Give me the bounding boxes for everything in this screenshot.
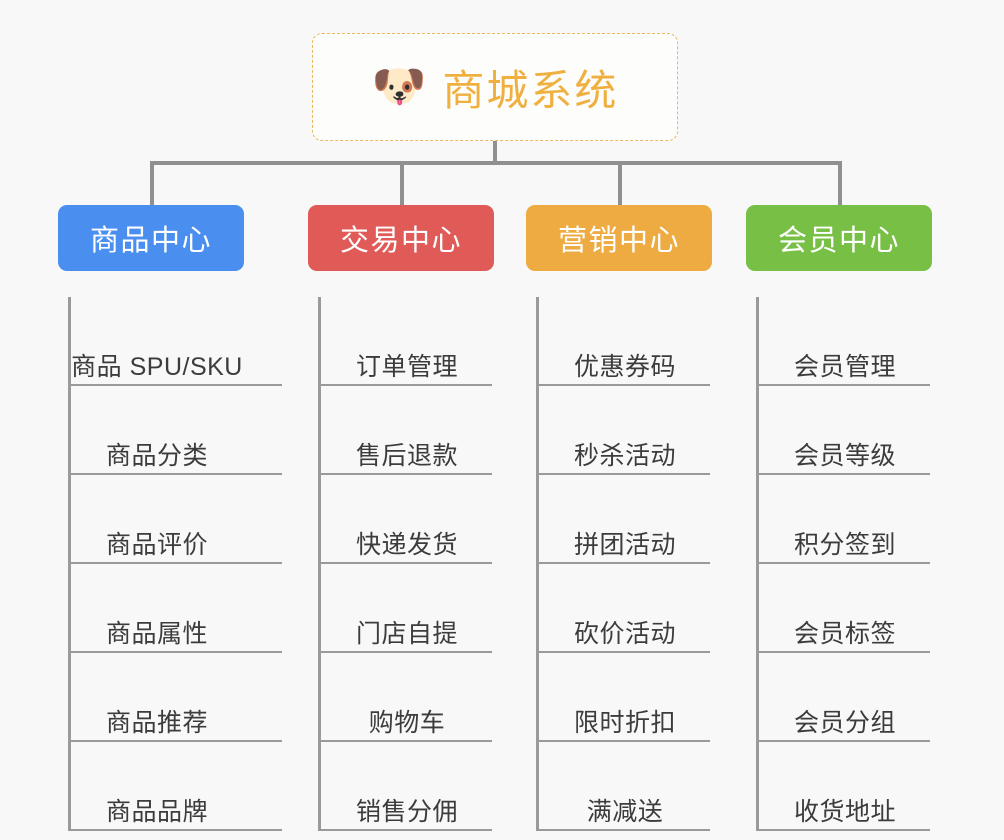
branch-spine [68, 297, 71, 831]
leaf-item-label: 积分签到 [793, 530, 896, 559]
leaf-item-label: 购物车 [368, 708, 446, 737]
leaf-item-rule [70, 651, 282, 653]
leaf-item-label: 会员分组 [793, 708, 896, 737]
leaf-item-label: 会员等级 [793, 441, 896, 470]
connector-branch-stem [400, 161, 404, 205]
leaf-item-rule [758, 740, 930, 742]
leaf-item-rule [758, 473, 930, 475]
leaf-item-label: 快递发货 [355, 530, 458, 559]
branch-header-2[interactable]: 交易中心 [308, 205, 494, 271]
leaf-item[interactable]: 会员标签 [758, 564, 932, 653]
shiba-dog-face-icon: 🐶 [371, 62, 427, 111]
leaf-item[interactable]: 商品分类 [70, 386, 282, 475]
connector-branch-stem [150, 161, 154, 205]
branch-4: 会员中心会员管理会员等级积分签到会员标签会员分组收货地址 [746, 205, 932, 831]
branch-3: 营销中心优惠券码秒杀活动拼团活动砍价活动限时折扣满减送 [526, 205, 712, 831]
leaf-item[interactable]: 收货地址 [758, 742, 932, 831]
leaf-item[interactable]: 商品品牌 [70, 742, 282, 831]
leaf-item-label: 会员标签 [793, 619, 896, 648]
branch-spine [536, 297, 539, 831]
leaf-item[interactable]: 门店自提 [320, 564, 494, 653]
leaf-item-label: 门店自提 [355, 619, 458, 648]
branch-spine [318, 297, 321, 831]
connector-branch-stem [618, 161, 622, 205]
branch-items-3: 优惠券码秒杀活动拼团活动砍价活动限时折扣满减送 [526, 297, 712, 831]
leaf-item-label: 限时折扣 [573, 708, 676, 737]
leaf-item-label: 满减送 [586, 797, 664, 826]
leaf-item-label: 销售分佣 [355, 797, 458, 826]
leaf-item-rule [538, 651, 710, 653]
leaf-item-rule [70, 740, 282, 742]
leaf-item[interactable]: 商品推荐 [70, 653, 282, 742]
leaf-item[interactable]: 购物车 [320, 653, 494, 742]
leaf-item-label: 售后退款 [355, 441, 458, 470]
connector-horizontal-bus [150, 161, 838, 165]
leaf-item-rule [320, 651, 492, 653]
root-title: 商城系统 [442, 66, 619, 114]
leaf-item-rule [758, 384, 930, 386]
leaf-item-label: 商品评价 [105, 530, 208, 559]
branch-header-1[interactable]: 商品中心 [58, 205, 244, 271]
leaf-item[interactable]: 拼团活动 [538, 475, 712, 564]
leaf-item[interactable]: 订单管理 [320, 297, 494, 386]
leaf-item-rule [70, 829, 282, 831]
leaf-item-label: 商品品牌 [105, 797, 208, 826]
leaf-item-rule [70, 562, 282, 564]
branch-header-3[interactable]: 营销中心 [526, 205, 712, 271]
leaf-item-label: 商品属性 [105, 619, 208, 648]
branch-spine [756, 297, 759, 831]
leaf-item-label: 商品推荐 [105, 708, 208, 737]
leaf-item[interactable]: 商品评价 [70, 475, 282, 564]
leaf-item-label: 订单管理 [355, 352, 458, 381]
leaf-item-rule [538, 740, 710, 742]
leaf-item[interactable]: 售后退款 [320, 386, 494, 475]
leaf-item[interactable]: 会员管理 [758, 297, 932, 386]
connector-root-stem [493, 141, 497, 165]
leaf-item-label: 收货地址 [793, 797, 896, 826]
leaf-item-label: 砍价活动 [573, 619, 676, 648]
branch-2: 交易中心订单管理售后退款快递发货门店自提购物车销售分佣 [308, 205, 494, 831]
leaf-item-label: 拼团活动 [573, 530, 676, 559]
leaf-item[interactable]: 积分签到 [758, 475, 932, 564]
leaf-item[interactable]: 会员分组 [758, 653, 932, 742]
leaf-item-rule [538, 384, 710, 386]
leaf-item-rule [758, 651, 930, 653]
leaf-item-label: 会员管理 [793, 352, 896, 381]
leaf-item-label: 优惠券码 [573, 352, 676, 381]
leaf-item-rule [320, 829, 492, 831]
leaf-item-rule [538, 562, 710, 564]
leaf-item-rule [538, 473, 710, 475]
leaf-item-label: 商品 SPU/SKU [71, 352, 243, 381]
leaf-item-rule [320, 562, 492, 564]
leaf-item[interactable]: 商品属性 [70, 564, 282, 653]
leaf-item[interactable]: 会员等级 [758, 386, 932, 475]
leaf-item-rule [70, 384, 282, 386]
leaf-item-rule [320, 473, 492, 475]
branch-items-2: 订单管理售后退款快递发货门店自提购物车销售分佣 [308, 297, 494, 831]
leaf-item[interactable]: 满减送 [538, 742, 712, 831]
leaf-item-rule [70, 473, 282, 475]
root-node[interactable]: 🐶 商城系统 [312, 33, 678, 141]
leaf-item[interactable]: 销售分佣 [320, 742, 494, 831]
branch-1: 商品中心商品 SPU/SKU 商品分类商品评价商品属性商品推荐商品品牌 [58, 205, 282, 831]
leaf-item-rule [758, 562, 930, 564]
branch-header-4[interactable]: 会员中心 [746, 205, 932, 271]
leaf-item-label: 秒杀活动 [573, 441, 676, 470]
leaf-item[interactable]: 砍价活动 [538, 564, 712, 653]
leaf-item-rule [758, 829, 930, 831]
leaf-item[interactable]: 商品 SPU/SKU [70, 297, 282, 386]
branch-items-4: 会员管理会员等级积分签到会员标签会员分组收货地址 [746, 297, 932, 831]
leaf-item[interactable]: 快递发货 [320, 475, 494, 564]
leaf-item-rule [538, 829, 710, 831]
leaf-item[interactable]: 限时折扣 [538, 653, 712, 742]
leaf-item[interactable]: 秒杀活动 [538, 386, 712, 475]
branch-items-1: 商品 SPU/SKU 商品分类商品评价商品属性商品推荐商品品牌 [58, 297, 282, 831]
leaf-item[interactable]: 优惠券码 [538, 297, 712, 386]
leaf-item-rule [320, 384, 492, 386]
connector-branch-stem [838, 161, 842, 205]
leaf-item-rule [320, 740, 492, 742]
leaf-item-label: 商品分类 [105, 441, 208, 470]
